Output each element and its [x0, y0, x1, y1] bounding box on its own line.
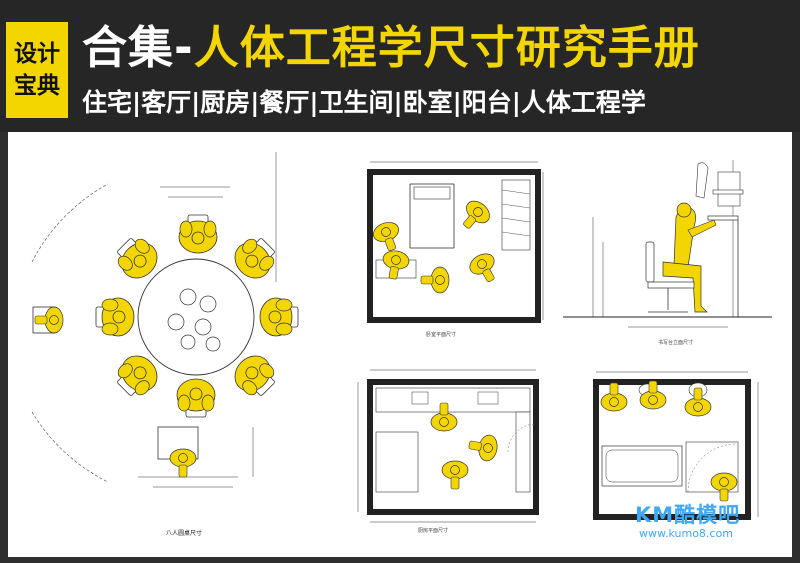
watermark-url: www.kumo8.com [639, 527, 733, 540]
brand-badge: 设计 宝典 [6, 22, 68, 118]
watermark-logo: KM酷模吧 [635, 503, 741, 527]
badge-line-1: 设计 [14, 41, 60, 67]
svg-text:书写台立面尺寸: 书写台立面尺寸 [658, 339, 693, 346]
cad-drawings: 八人圆桌尺寸 卧室平面尺寸 [31, 152, 772, 537]
drawing-sheet: 八人圆桌尺寸 卧室平面尺寸 [8, 132, 792, 557]
header-banner: 设计 宝典 合集-人体工程学尺寸研究手册 住宅|客厅|厨房|餐厅|卫生间|卧室|… [0, 0, 800, 132]
overlay-layer [8, 132, 792, 557]
badge-line-2: 宝典 [14, 73, 60, 99]
svg-text:八人圆桌尺寸: 八人圆桌尺寸 [166, 529, 202, 537]
kitchen-plan-drawing: 厨房平面尺寸 [357, 369, 539, 534]
svg-text:厨房平面尺寸: 厨房平面尺寸 [418, 527, 448, 534]
title-main: 人体工程学尺寸研究手册 [193, 21, 700, 74]
watermark: KM酷模吧 www.kumo8.com [635, 503, 795, 543]
dining-plan-drawing: 八人圆桌尺寸 [31, 152, 299, 537]
bedroom-plan-drawing: 卧室平面尺寸 [367, 161, 544, 338]
desk-elevation-drawing: 书写台立面尺寸 [563, 160, 772, 346]
bathroom-plan-drawing [593, 371, 759, 520]
category-list: 住宅|客厅|厨房|餐厅|卫生间|卧室|阳台|人体工程学 [82, 88, 646, 117]
svg-text:卧室平面尺寸: 卧室平面尺寸 [426, 331, 456, 338]
title-prefix: 合集- [82, 21, 194, 74]
page-title: 合集-人体工程学尺寸研究手册 [82, 22, 794, 74]
